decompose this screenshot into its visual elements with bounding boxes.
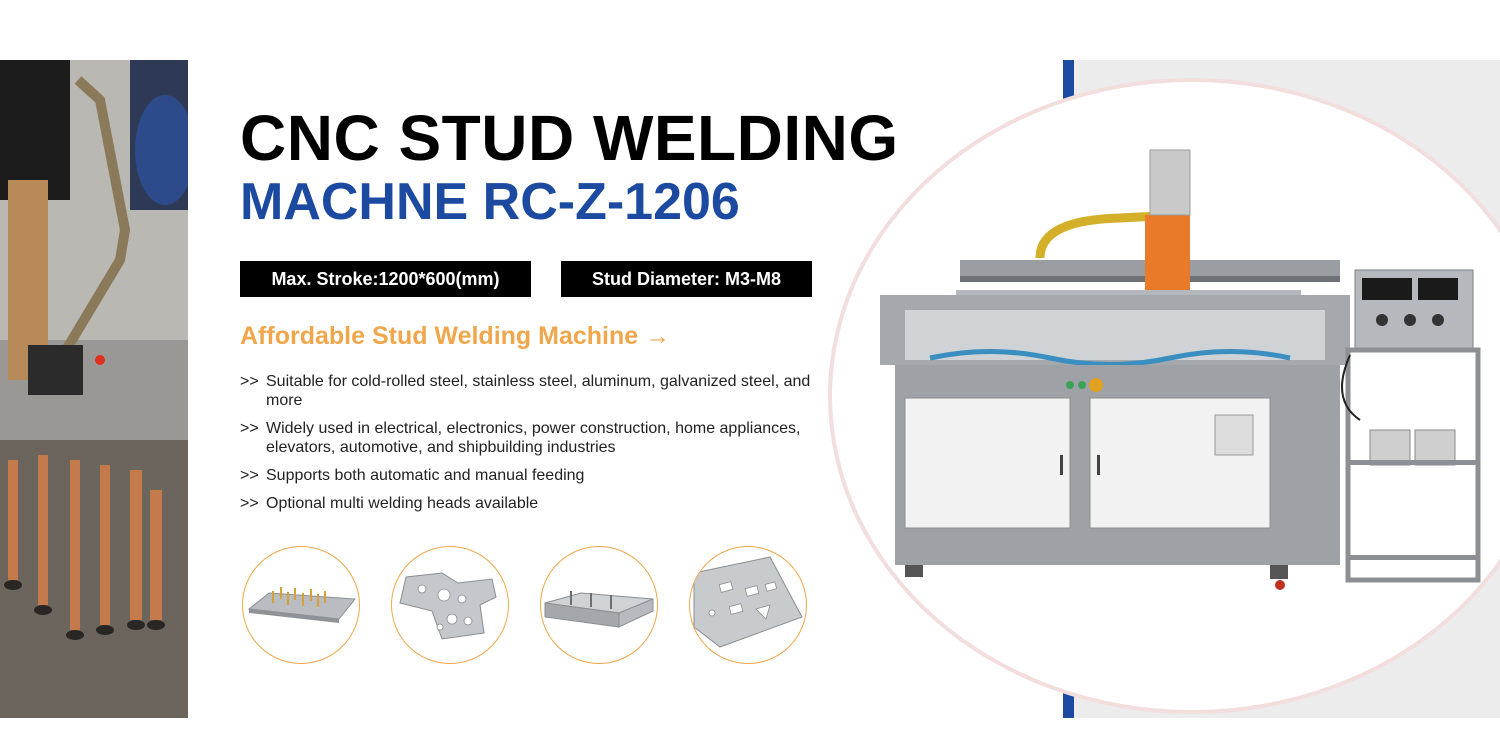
sample-bracket — [391, 546, 509, 664]
feature-list: >> Suitable for cold-rolled steel, stain… — [240, 372, 820, 522]
feature-item: >> Supports both automatic and manual fe… — [240, 466, 820, 485]
bent-bracket-icon — [399, 572, 497, 640]
spec-badge-diameter: Stud Diameter: M3-M8 — [561, 261, 812, 297]
flat-plate-with-studs-icon — [247, 587, 356, 623]
sample-perforated-sheet — [689, 546, 807, 664]
title-main: CNC STUD WELDING — [240, 102, 899, 174]
bullet-marker: >> — [240, 495, 259, 512]
spec-badge-stroke: Max. Stroke:1200*600(mm) — [240, 261, 531, 297]
affordable-link[interactable]: Affordable Stud Welding Machine → — [240, 322, 671, 350]
accent-bar-bottom — [1063, 673, 1074, 718]
sample-flat-plate — [242, 546, 360, 664]
perforated-sheet-icon — [693, 556, 803, 648]
feature-text: Supports both automatic and manual feedi… — [266, 467, 585, 484]
title-model: MACHNE RC-Z-1206 — [240, 173, 740, 231]
product-image — [870, 140, 1490, 610]
feature-text: Suitable for cold-rolled steel, stainles… — [266, 373, 811, 409]
cnc-stud-welding-machine-image — [880, 149, 1481, 590]
channel-tray-icon — [544, 591, 654, 628]
bullet-marker: >> — [240, 420, 259, 437]
bullet-marker: >> — [240, 373, 259, 390]
welding-closeup-illustration — [0, 60, 188, 718]
welding-closeup-photo — [0, 60, 188, 718]
feature-item: >> Optional multi welding heads availabl… — [240, 494, 820, 513]
feature-item: >> Widely used in electrical, electronic… — [240, 419, 820, 457]
feature-text: Optional multi welding heads available — [266, 495, 539, 512]
bullet-marker: >> — [240, 467, 259, 484]
sample-channel — [540, 546, 658, 664]
accent-bar-top — [1063, 60, 1074, 107]
feature-item: >> Suitable for cold-rolled steel, stain… — [240, 372, 820, 410]
feature-text: Widely used in electrical, electronics, … — [266, 420, 801, 456]
